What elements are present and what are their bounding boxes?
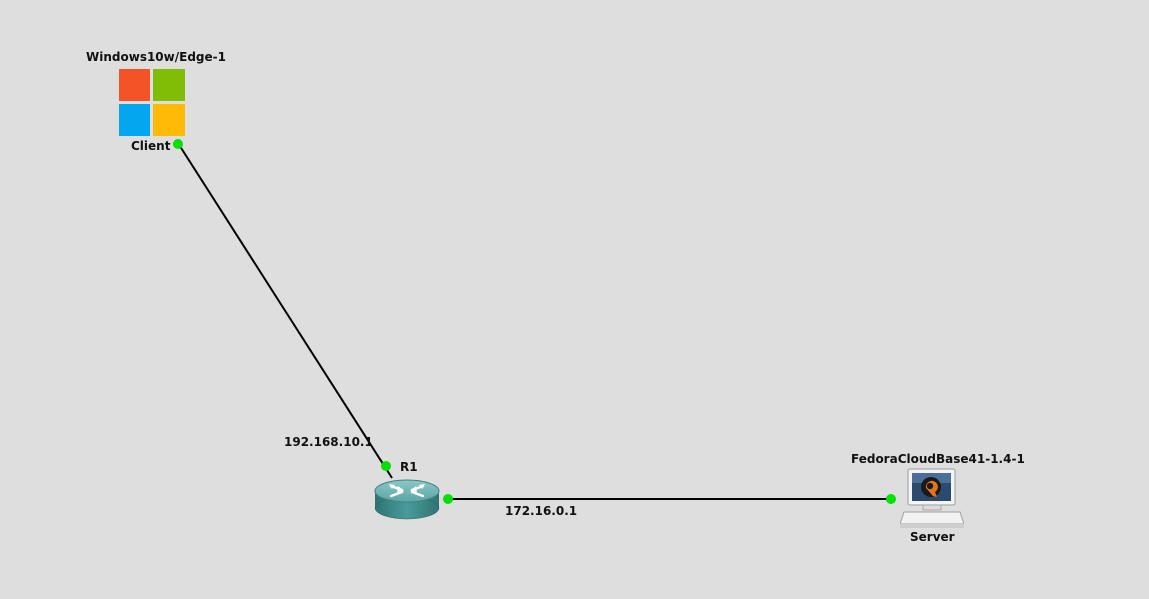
client-node[interactable] <box>119 69 185 136</box>
link-client-r1-label[interactable]: 192.168.10.1 <box>284 435 373 449</box>
server-node-role-label: Server <box>910 530 955 544</box>
router-icon <box>374 479 440 520</box>
client-port-indicator[interactable] <box>173 139 183 149</box>
client-node-role-label: Client <box>131 139 171 153</box>
server-node-name[interactable]: FedoraCloudBase41-1.4-1 <box>851 452 1025 466</box>
server-node[interactable] <box>899 468 965 530</box>
r1-node-name[interactable]: R1 <box>400 460 418 474</box>
r1-port-server-indicator[interactable] <box>443 494 453 504</box>
router-node[interactable] <box>373 476 441 522</box>
link-r1-server-label[interactable]: 172.16.0.1 <box>505 504 578 518</box>
qemu-vm-icon <box>899 468 965 528</box>
client-node-name[interactable]: Windows10w/Edge-1 <box>86 50 226 64</box>
link-client-r1[interactable] <box>175 139 393 479</box>
r1-port-client-indicator[interactable] <box>381 461 391 471</box>
server-port-indicator[interactable] <box>886 494 896 504</box>
windows-logo-icon <box>119 69 185 136</box>
